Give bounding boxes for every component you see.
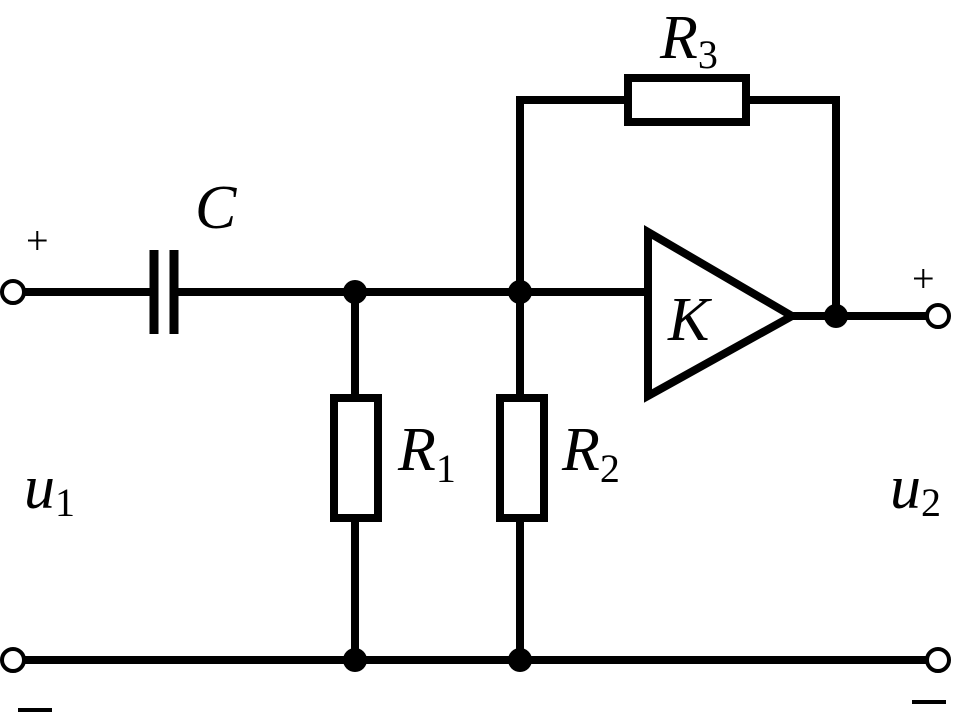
label-r2: R2 — [561, 416, 620, 491]
label-r3-main: R — [659, 4, 698, 72]
label-r1-main: R — [397, 416, 436, 484]
wire-feedback-right — [742, 96, 840, 320]
label-u1: u1 — [24, 454, 75, 525]
resistor-r1 — [330, 394, 382, 522]
input-plus-sign: + — [26, 218, 49, 263]
node-r2-bottom — [508, 648, 532, 672]
label-r1: R1 — [397, 416, 456, 491]
label-u2: u2 — [890, 454, 941, 525]
label-u2-sub: 2 — [921, 480, 941, 525]
label-r2-sub: 2 — [600, 446, 620, 491]
label-r2-main: R — [561, 416, 600, 484]
node-r1-bottom — [343, 648, 367, 672]
resistor-r3 — [624, 74, 750, 126]
output-plus-sign: + — [912, 256, 935, 301]
label-r1-sub: 1 — [436, 446, 456, 491]
capacitor-c — [149, 250, 179, 334]
label-k: K — [667, 286, 713, 354]
amplifier-k — [644, 225, 801, 403]
terminal-input-minus — [0, 647, 26, 673]
label-c: C — [195, 174, 237, 242]
label-u1-sub: 1 — [55, 480, 75, 525]
label-u1-main: u — [24, 454, 55, 522]
label-r3: R3 — [659, 4, 718, 77]
node-r2-top — [508, 280, 532, 304]
node-output — [824, 304, 848, 328]
terminal-input-plus — [0, 279, 26, 305]
resistor-r2 — [496, 394, 548, 522]
label-u2-main: u — [890, 454, 921, 522]
wire-feedback-left — [516, 96, 632, 296]
terminal-output-plus — [925, 303, 951, 329]
label-r3-sub: 3 — [698, 32, 718, 77]
node-r1-top — [343, 280, 367, 304]
terminal-output-minus — [925, 647, 951, 673]
